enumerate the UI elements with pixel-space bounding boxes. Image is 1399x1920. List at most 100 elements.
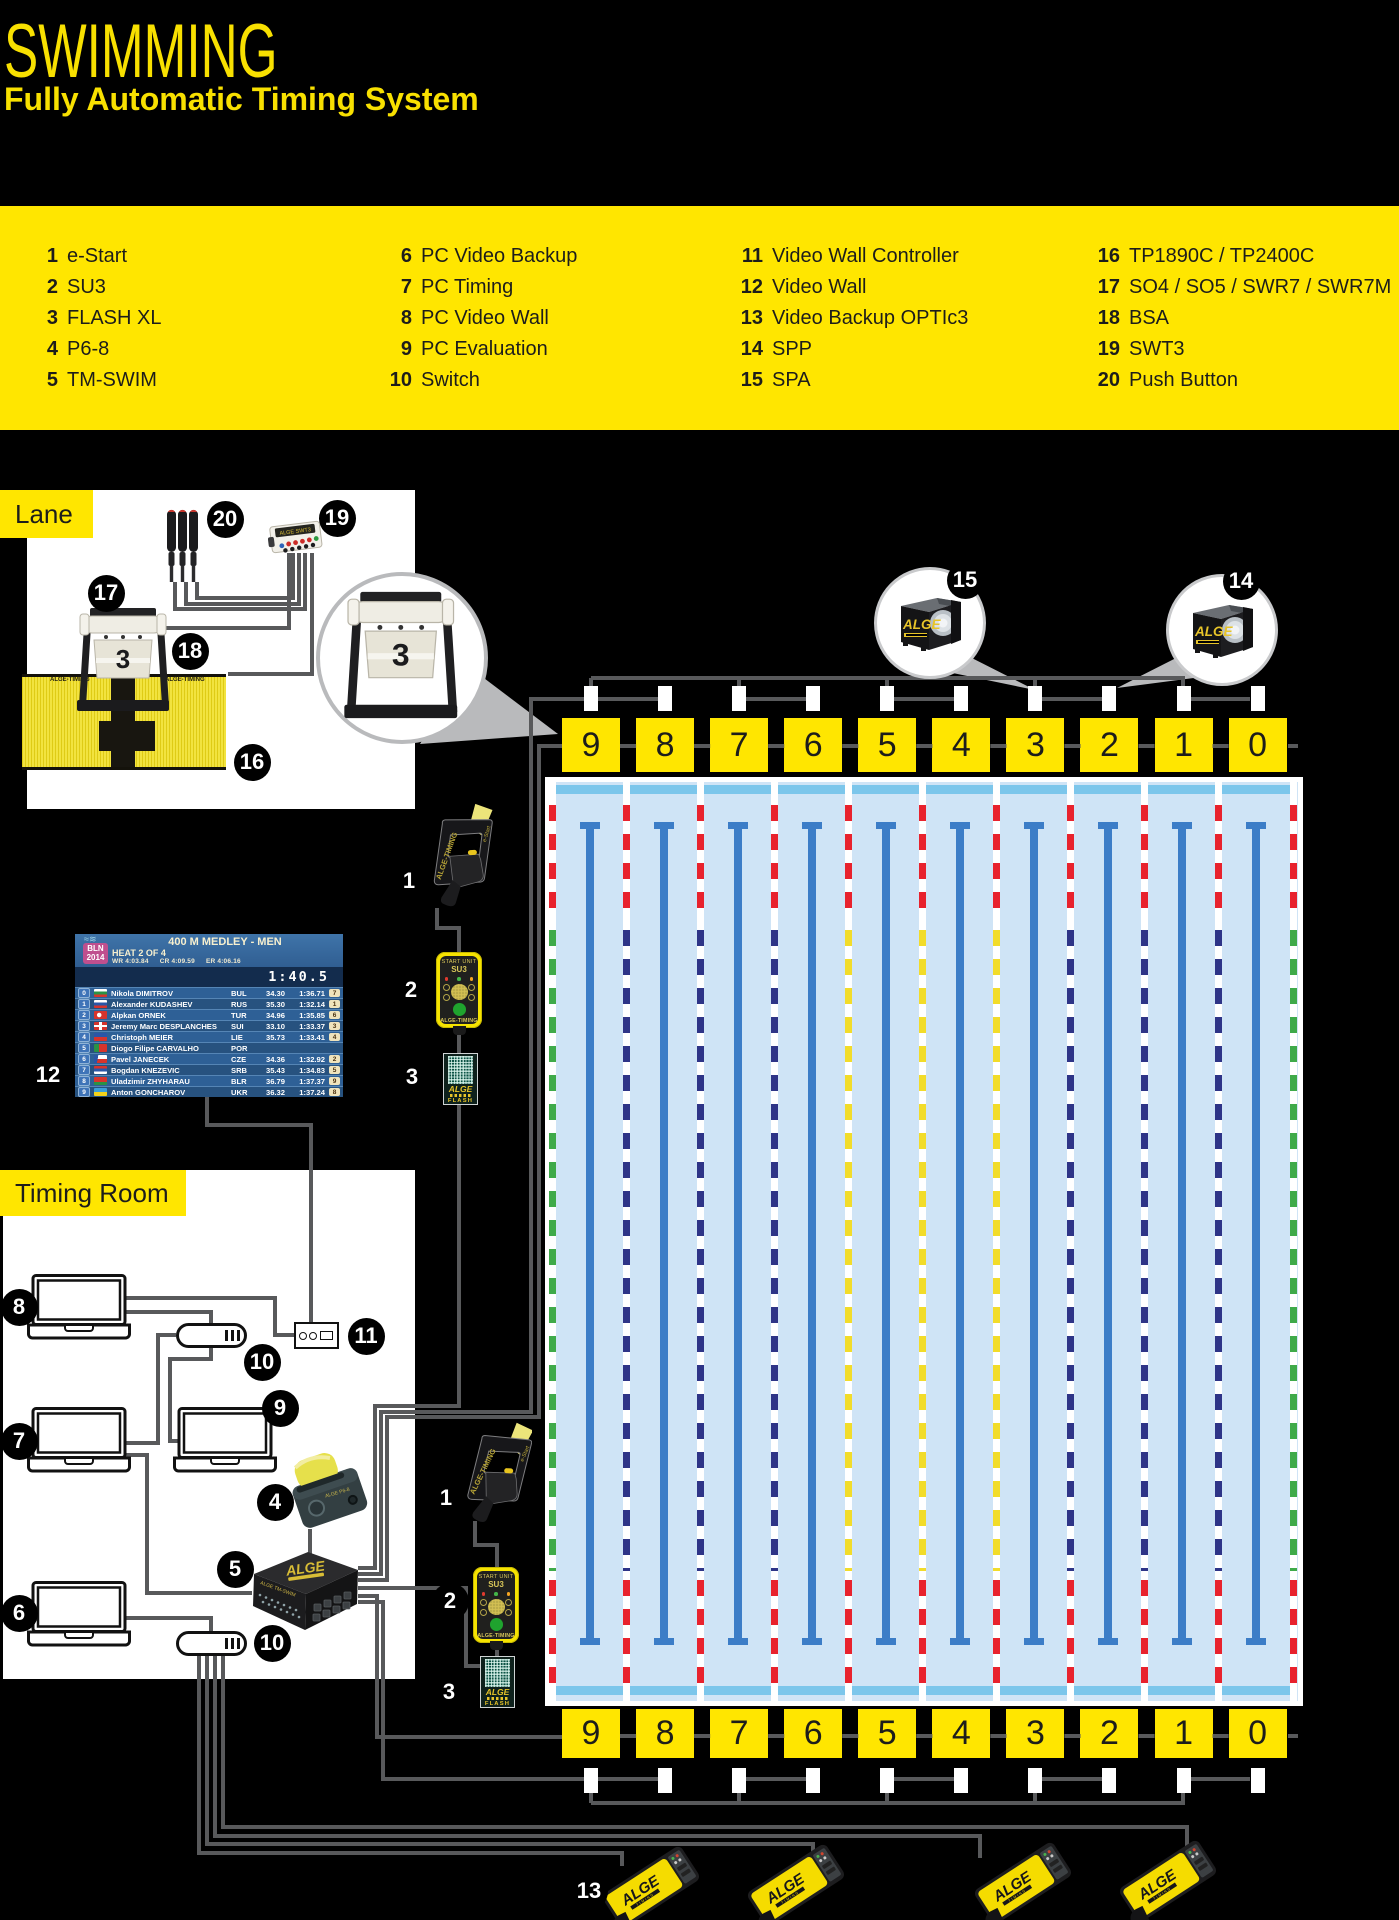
push-buttons-part-part <box>189 509 198 582</box>
callout-number-1: 1 <box>390 862 428 900</box>
swt3-unit-part-part-part-part <box>293 540 298 545</box>
push-buttons-part-part-part <box>168 509 175 512</box>
laptop-pc-video-backup-part <box>27 1581 131 1647</box>
e-start-device-part-part: ALGE-TIMING e-Start <box>433 803 493 907</box>
lane-speaker-top <box>806 686 821 711</box>
tm-swim-unit-part-part-part <box>273 1605 277 1609</box>
lane-number-plate-top: 4 <box>932 718 991 772</box>
lane-number-plate-bottom: 2 <box>1080 1709 1139 1758</box>
push-buttons-part-part-part <box>179 552 186 566</box>
printer-p6-8-part-part-part <box>293 1455 331 1470</box>
su3-brand: ALGE-TIMING <box>477 1633 515 1639</box>
swt3-unit-part-part-part-part <box>290 546 295 552</box>
callout-number-10: 10 <box>253 1624 291 1662</box>
push-buttons-part-part-part <box>179 509 186 512</box>
rope-section <box>919 930 927 1571</box>
callout-number-4: 4 <box>256 1483 294 1521</box>
switch-hatch <box>237 1638 240 1649</box>
tm-swim-unit-part-part-part <box>333 1595 342 1604</box>
lane-speaker-top <box>1176 686 1191 711</box>
swt3-unit-part-part-part-part <box>286 541 292 547</box>
su3-start-unit-part: START UNIT SU3 ALGE-TIMING <box>440 956 478 1024</box>
result-name: Jeremy Marc DESPLANCHES <box>111 1021 217 1031</box>
su3-start-unit: START UNIT SU3 ALGE-TIMING <box>473 1567 519 1650</box>
optic3-camera: ALGE TIMING <box>741 1843 851 1920</box>
running-time: 1:40.5 <box>268 969 329 985</box>
rope-section <box>1067 1580 1075 1690</box>
relay-platform-assembly-part-part-part <box>121 635 125 639</box>
rope-section <box>1215 805 1223 917</box>
result-split: 35.43 <box>265 1065 285 1075</box>
relay-assembly-zoomed-part-part-part <box>442 613 458 713</box>
result-noc: POR <box>231 1043 248 1053</box>
legend-item-label: SO4 / SO5 / SWR7 / SWR7M <box>1129 276 1392 298</box>
lane-number-plate-top: 8 <box>636 718 695 772</box>
push-buttons-part-part-part <box>190 509 197 512</box>
lane-bottom-line <box>1171 822 1192 1645</box>
network-switch-top <box>176 1323 247 1348</box>
tm-swim-unit-part: ALGE ALGE TM-SWIM <box>253 1552 358 1630</box>
lane-bottom-line <box>727 822 748 1645</box>
legend-item-label: Video Backup OPTIc3 <box>772 307 969 329</box>
lane-number-plate-top: 3 <box>1006 718 1065 772</box>
callout-number-15: 15 <box>946 561 984 599</box>
legend-item-label: Switch <box>421 369 480 391</box>
flash-xl: ALGE FLASH <box>480 1656 515 1708</box>
lane-speaker-bottom <box>1176 1768 1191 1793</box>
su3-start-unit-part-part <box>489 1617 503 1631</box>
rope-section <box>549 805 556 917</box>
lane-bottom-line <box>579 822 600 1645</box>
optic3-camera-part-part-part-part <box>1195 1852 1199 1856</box>
rope-section <box>919 805 927 917</box>
tm-swim-unit-part-part-part <box>313 1603 322 1612</box>
su3-start-unit-part-part-part <box>481 1592 486 1596</box>
tm-swim-unit-part-part-part <box>312 1613 321 1622</box>
rope-section <box>549 930 556 1571</box>
lane-speaker-top <box>880 686 895 711</box>
result-lane: 0 <box>78 988 90 998</box>
optic3-camera-part-part-part <box>1147 1882 1178 1904</box>
optic3-camera-part: ALGE TIMING <box>602 1846 700 1920</box>
su3-start-unit-part-part-part <box>457 977 461 981</box>
optic3-camera-part-part-part-part <box>1043 1852 1047 1856</box>
swt3-unit: ALGE SWT3 <box>267 518 324 565</box>
su3-start-unit-part: START UNIT SU3 ALGE-TIMING <box>477 1571 515 1639</box>
result-lane: 6 <box>78 1054 90 1064</box>
tm-swim-unit-part-part-part <box>343 1591 352 1600</box>
callout-number-19: 19 <box>318 499 356 537</box>
result-split: 35.30 <box>265 999 285 1009</box>
tm-swim-unit-part-part <box>253 1574 306 1630</box>
lane-speaker-top <box>954 686 969 711</box>
legend-item-label: P6-8 <box>67 338 110 360</box>
result-time: 1:32.92 <box>299 1054 325 1064</box>
relay-assembly-zoomed-part-part-part: 3 <box>392 636 410 672</box>
lane-bottom-line <box>1097 822 1118 1645</box>
swt3-unit-part-part-part-part <box>313 536 319 541</box>
video-wall-controller <box>294 1322 339 1349</box>
legend-item-number: 6 <box>400 245 412 267</box>
lane-rope <box>771 782 779 1701</box>
flag-icon <box>94 1077 107 1085</box>
lane-bottom-line <box>949 822 970 1645</box>
flash-label: FLASH <box>447 1097 474 1104</box>
push-buttons-part-part-part <box>189 510 198 552</box>
result-rank: 6 <box>329 1011 340 1019</box>
spp-circle-part: ALGE <box>1193 605 1253 658</box>
result-rank: 7 <box>329 989 340 997</box>
rope-section <box>623 930 631 1571</box>
swt3-unit-part-part-part-part <box>310 542 316 548</box>
legend-item-number: 14 <box>740 338 763 360</box>
push-buttons-part-part <box>167 509 176 582</box>
result-rank: 4 <box>329 1033 340 1041</box>
result-noc: CZE <box>231 1054 247 1064</box>
controller-knob <box>298 1331 307 1340</box>
optic3-camera-part-part-part <box>775 1886 806 1908</box>
su3-start-unit-part-part-part <box>443 983 450 991</box>
swt3-unit-part: ALGE SWT3 <box>267 520 323 554</box>
legend-item-number: 11 <box>741 245 763 267</box>
